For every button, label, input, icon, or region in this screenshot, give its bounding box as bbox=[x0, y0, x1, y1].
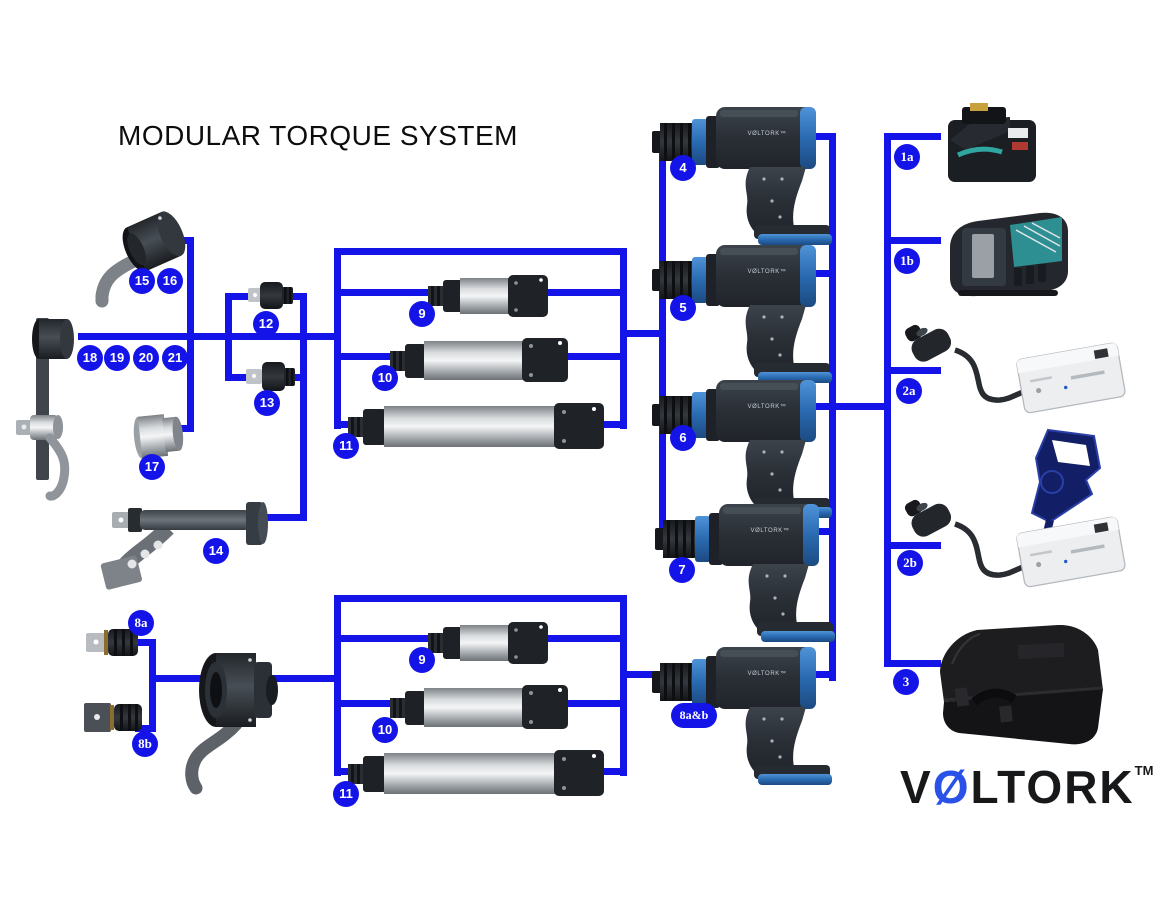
tube-9-bottom bbox=[428, 622, 548, 664]
badge-11-bottom: 11 bbox=[333, 781, 359, 807]
gun-6-brand-label: VØLTORK™ bbox=[747, 404, 787, 410]
part-13-adapter bbox=[246, 362, 295, 391]
badge-19: 19 bbox=[104, 345, 130, 371]
badge-17: 17 bbox=[139, 454, 165, 480]
part-15-16-reaction-arm bbox=[95, 211, 186, 308]
power-supply-2b bbox=[903, 428, 1127, 589]
battery-charger bbox=[950, 212, 1068, 297]
tube-11-bottom bbox=[348, 750, 604, 796]
badge-10-top: 10 bbox=[372, 365, 398, 391]
part-18-21-drive-assembly bbox=[16, 318, 74, 501]
part-12-adapter bbox=[248, 282, 293, 309]
badge-9-top: 9 bbox=[409, 301, 435, 327]
badge-2a: 2a bbox=[896, 378, 922, 404]
tube-10-top bbox=[390, 338, 568, 382]
badge-14: 14 bbox=[203, 538, 229, 564]
badge-7: 7 bbox=[669, 557, 695, 583]
tube-9-top bbox=[428, 275, 548, 317]
badge-5: 5 bbox=[670, 295, 696, 321]
power-supply-2a bbox=[903, 323, 1127, 415]
gun-4-brand-label: VØLTORK™ bbox=[747, 131, 787, 137]
part-8b-adapter bbox=[84, 703, 142, 732]
tube-10-bottom bbox=[390, 685, 568, 729]
badge-20: 20 bbox=[133, 345, 159, 371]
badge-9-bottom: 9 bbox=[409, 647, 435, 673]
logo-rest: LTORK bbox=[970, 761, 1135, 813]
part-14-reaction-arm bbox=[100, 502, 268, 590]
badge-12: 12 bbox=[253, 311, 279, 337]
carrying-case bbox=[940, 624, 1103, 745]
voltork-logo: VØLTORKTM bbox=[900, 760, 1153, 814]
badge-2b: 2b bbox=[897, 550, 923, 576]
badge-11-top: 11 bbox=[333, 433, 359, 459]
badge-15: 15 bbox=[129, 268, 155, 294]
badge-1b: 1b bbox=[894, 248, 920, 274]
badge-8b: 8b bbox=[132, 731, 158, 757]
badge-6: 6 bbox=[670, 425, 696, 451]
badge-8a: 8a bbox=[128, 610, 154, 636]
part-8a-adapter bbox=[86, 629, 138, 656]
badge-16: 16 bbox=[157, 268, 183, 294]
logo-o-bolt-icon: Ø bbox=[932, 761, 971, 813]
badge-18: 18 bbox=[77, 345, 103, 371]
badge-21: 21 bbox=[162, 345, 188, 371]
torque-multiplier bbox=[185, 653, 278, 795]
badge-8ab: 8a&b bbox=[671, 703, 717, 728]
gun-8ab-brand-label: VØLTORK™ bbox=[747, 671, 787, 677]
logo-trademark: TM bbox=[1134, 763, 1154, 778]
badge-10-bottom: 10 bbox=[372, 717, 398, 743]
part-17-adapter bbox=[133, 414, 184, 459]
badge-1a: 1a bbox=[894, 144, 920, 170]
badge-4: 4 bbox=[670, 155, 696, 181]
tube-11-top bbox=[348, 403, 604, 449]
logo-v: V bbox=[900, 761, 933, 813]
gun-7-brand-label: VØLTORK™ bbox=[750, 528, 790, 534]
battery-18v bbox=[948, 103, 1036, 182]
gun-5-brand-label: VØLTORK™ bbox=[747, 269, 787, 275]
page-title: MODULAR TORQUE SYSTEM bbox=[118, 120, 518, 151]
badge-13: 13 bbox=[254, 390, 280, 416]
badge-3: 3 bbox=[893, 669, 919, 695]
